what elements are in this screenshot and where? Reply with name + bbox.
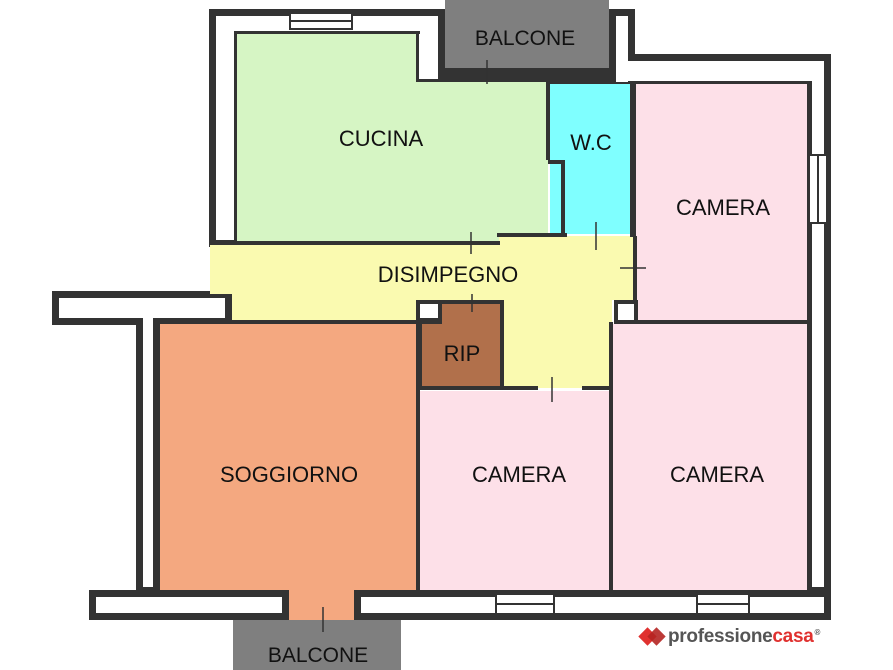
bedroom-center-area [420, 391, 609, 590]
label-soggiorno: SOGGIORNO [220, 462, 358, 487]
windows [289, 12, 828, 615]
balcony-top [445, 0, 609, 72]
logo-text-part2: casa [772, 626, 814, 647]
kitchen-area [236, 33, 548, 243]
living-area [158, 324, 418, 590]
door-marks [322, 60, 646, 632]
balcony-door-bottom [289, 590, 354, 620]
label-rip: RIP [444, 341, 481, 366]
label-disimpegno: DISIMPEGNO [378, 262, 519, 287]
logo-mark-icon [638, 627, 666, 646]
logo-text-part1: professione [668, 626, 773, 647]
balcony-bottom [233, 620, 401, 670]
brand-logo: professionecasa® [638, 624, 820, 650]
label-camera-right: CAMERA [670, 462, 764, 487]
bedroom-top-right-area [636, 84, 807, 322]
logo-registered-mark: ® [814, 627, 821, 637]
hallway-area [210, 236, 633, 388]
pillar-reveal [420, 304, 634, 320]
label-camera-center: CAMERA [472, 462, 566, 487]
label-cucina: CUCINA [339, 126, 424, 151]
room-fills [158, 33, 807, 620]
label-balcone-bottom: BALCONE [268, 644, 368, 667]
partitions [156, 31, 807, 592]
bedroom-right-area [613, 324, 807, 590]
label-balcone-top: BALCONE [475, 27, 575, 50]
label-camera-top-right: CAMERA [676, 195, 770, 220]
label-wc: W.C [570, 130, 612, 155]
room-labels: CUCINA W.C CAMERA DISIMPEGNO RIP SOGGIOR… [220, 27, 770, 667]
